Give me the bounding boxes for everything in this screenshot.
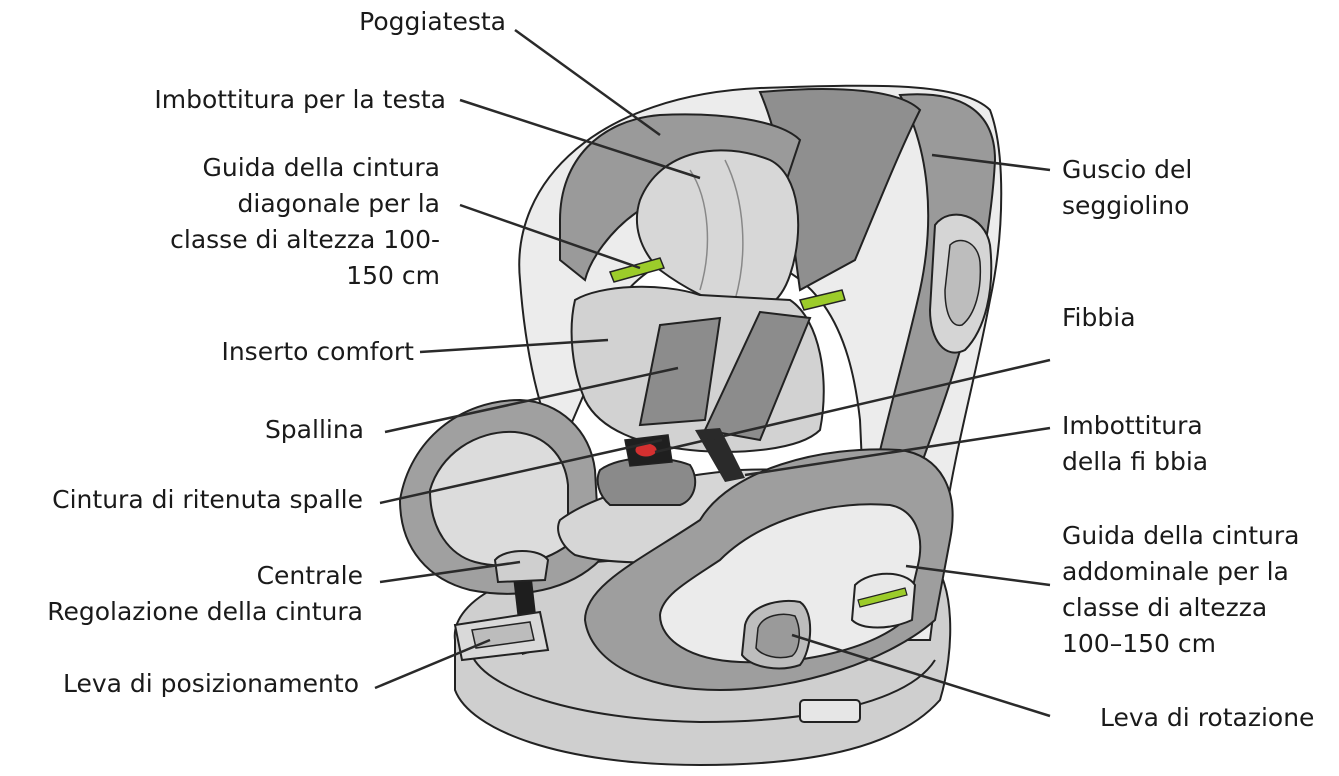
label-cintura-ritenuta: Cintura di ritenuta spalle xyxy=(52,485,363,514)
pointer-fibbia xyxy=(654,358,1051,454)
pointer-leva-rotazione xyxy=(791,633,1051,718)
headrest-pad-seam xyxy=(689,159,744,301)
pointer-spallina xyxy=(384,366,679,434)
shoulder-strap-right xyxy=(703,310,812,442)
diagonal-belt-guide-left xyxy=(608,257,666,283)
harness-strap-right xyxy=(695,428,745,482)
base-slot xyxy=(799,699,861,723)
label-regolazione-centrale: Centrale Regolazione della cintura xyxy=(47,561,363,626)
label-guida-diagonale: Guida della cintura diagonale per la cla… xyxy=(170,153,440,290)
pointer-imbottitura-fibbia xyxy=(744,426,1051,477)
pointer-cintura-ritenuta xyxy=(379,438,663,505)
label-spallina: Spallina xyxy=(264,415,364,444)
label-inserto-comfort: Inserto comfort xyxy=(221,337,414,366)
pointer-lines xyxy=(374,28,1051,718)
label-leva-posizionamento: Leva di posizionamento xyxy=(62,669,359,698)
headrest-pad xyxy=(635,149,800,313)
central-adjust-button xyxy=(493,550,550,584)
rotation-lever-inner xyxy=(755,613,800,659)
label-imbottitura-testa: Imbottitura per la testa xyxy=(154,85,446,114)
label-guida-addominale: Guida della cintura addominale per la cl… xyxy=(1062,521,1300,658)
shell-side-panel-inner xyxy=(944,239,982,326)
label-fibbia: Fibbia xyxy=(1062,303,1136,332)
pointer-guida-addominale xyxy=(905,564,1051,587)
pointer-imbottitura-testa xyxy=(459,98,701,180)
label-poggiatesta: Poggiatesta xyxy=(359,7,506,36)
pointer-poggiatesta xyxy=(514,28,661,137)
seat-base-rim xyxy=(469,649,936,724)
shoulder-strap-left xyxy=(638,316,722,427)
label-leva-rotazione: Leva di rotazione xyxy=(1100,703,1315,732)
lap-belt-guide-accent xyxy=(857,587,908,608)
pointer-regolazione xyxy=(379,560,521,584)
pointer-guida-diagonale xyxy=(459,203,641,270)
pointer-inserto-comfort xyxy=(419,338,609,354)
label-imbottitura-fibbia: Imbottitura della fi bbia xyxy=(1062,411,1209,476)
diagonal-belt-guide-right xyxy=(798,289,846,311)
pointer-leva-posizionamento xyxy=(374,638,491,690)
pointer-guscio xyxy=(931,153,1051,172)
label-guscio: Guscio del seggiolino xyxy=(1062,155,1193,220)
